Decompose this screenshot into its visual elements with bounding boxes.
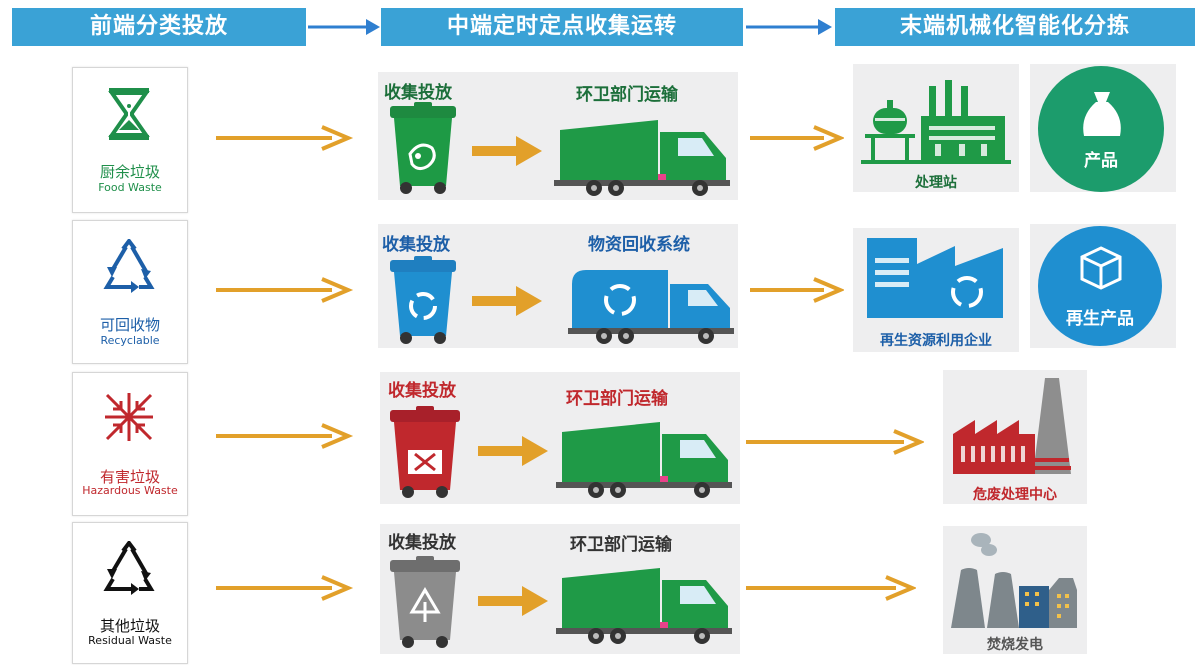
recycle-icon: [103, 239, 155, 293]
category-name-en: Hazardous Waste: [82, 484, 178, 497]
transport-label: 环卫部门运输: [566, 389, 668, 409]
collect-label: 收集投放: [388, 381, 456, 401]
category-name-en: Residual Waste: [88, 634, 172, 647]
box-icon: [1080, 246, 1122, 290]
header-arrow-icon: [746, 19, 832, 35]
gray-bin-icon: [390, 556, 460, 648]
recycling-truck-icon: [568, 270, 734, 344]
incineration-plant-icon: [951, 533, 1077, 628]
category-name-en: Food Waste: [98, 181, 162, 194]
stage3-header: 末端机械化智能化分拣: [835, 8, 1195, 46]
flow-arrow-icon: [216, 575, 354, 601]
transport-label: 环卫部门运输: [570, 535, 672, 555]
collect-label: 收集投放: [388, 533, 456, 553]
red-bin-icon: [390, 406, 460, 498]
treatment-plant-icon: [861, 80, 1011, 164]
category-card-food-waste: 厨余垃圾 Food Waste: [72, 67, 188, 213]
destination-label: 处理站: [915, 175, 957, 191]
collection-panel-food: 收集投放 环卫部门运输: [378, 72, 738, 200]
category-name: 其他垃圾: [99, 617, 160, 635]
category-name: 厨余垃圾: [99, 163, 160, 181]
blue-bin-icon: [390, 256, 456, 344]
category-card-residual: 其他垃圾 Residual Waste: [72, 522, 188, 664]
recycling-enterprise-icon: [867, 238, 1003, 318]
hourglass-icon: [108, 88, 150, 140]
category-card-recyclable: 可回收物 Recyclable: [72, 220, 188, 364]
collection-panel-recyclable: 收集投放 物资回收系统: [378, 224, 738, 348]
hazard-arrows-icon: [105, 393, 153, 441]
product-circle: 再生产品: [1038, 226, 1162, 346]
collect-label: 收集投放: [382, 235, 450, 255]
stage2-header: 中端定时定点收集运转: [381, 8, 743, 46]
flow-arrow-icon: [216, 423, 354, 449]
flow-arrow-icon: [750, 277, 844, 303]
bag-icon: [1083, 92, 1121, 136]
flow-arrow-icon: [746, 429, 924, 455]
product-label: 再生产品: [1066, 309, 1134, 329]
category-card-hazardous: 有害垃圾 Hazardous Waste: [72, 372, 188, 516]
header-arrow-icon: [308, 19, 380, 35]
product-panel-recyclable: 再生产品: [1030, 224, 1176, 348]
destination-panel-food: 处理站: [853, 64, 1019, 192]
collection-panel-hazardous: 收集投放 环卫部门运输: [380, 372, 740, 504]
orange-arrow-icon: [478, 436, 548, 466]
residual-arrows-icon: [103, 541, 155, 595]
orange-arrow-icon: [478, 586, 548, 616]
orange-arrow-icon: [472, 286, 542, 316]
flow-arrow-icon: [750, 125, 844, 151]
orange-arrow-icon: [472, 136, 542, 166]
garbage-truck-icon: [554, 120, 730, 196]
product-circle: 产品: [1038, 66, 1164, 192]
category-name: 可回收物: [99, 316, 160, 334]
destination-label: 危废处理中心: [973, 487, 1057, 503]
destination-panel-hazardous: 危废处理中心: [943, 370, 1087, 504]
destination-panel-residual: 焚烧发电: [943, 526, 1087, 654]
destination-label: 焚烧发电: [987, 637, 1043, 653]
transport-label: 环卫部门运输: [576, 85, 678, 105]
hazardous-factory-icon: [953, 378, 1071, 474]
destination-label: 再生资源利用企业: [880, 333, 992, 349]
flow-arrow-icon: [216, 125, 354, 151]
flow-arrow-icon: [746, 575, 916, 601]
collect-label: 收集投放: [384, 83, 452, 103]
category-name: 有害垃圾: [99, 468, 160, 486]
collection-panel-residual: 收集投放 环卫部门运输: [380, 524, 740, 654]
destination-panel-recyclable: 再生资源利用企业: [853, 228, 1019, 352]
category-name-en: Recyclable: [100, 334, 160, 347]
garbage-truck-icon: [556, 422, 732, 498]
garbage-truck-icon: [556, 568, 732, 644]
transport-label: 物资回收系统: [588, 235, 690, 255]
product-panel-food: 产品: [1030, 64, 1176, 192]
flow-arrow-icon: [216, 277, 354, 303]
product-label: 产品: [1084, 151, 1118, 171]
stage1-header: 前端分类投放: [12, 8, 306, 46]
green-bin-icon: [390, 102, 456, 194]
